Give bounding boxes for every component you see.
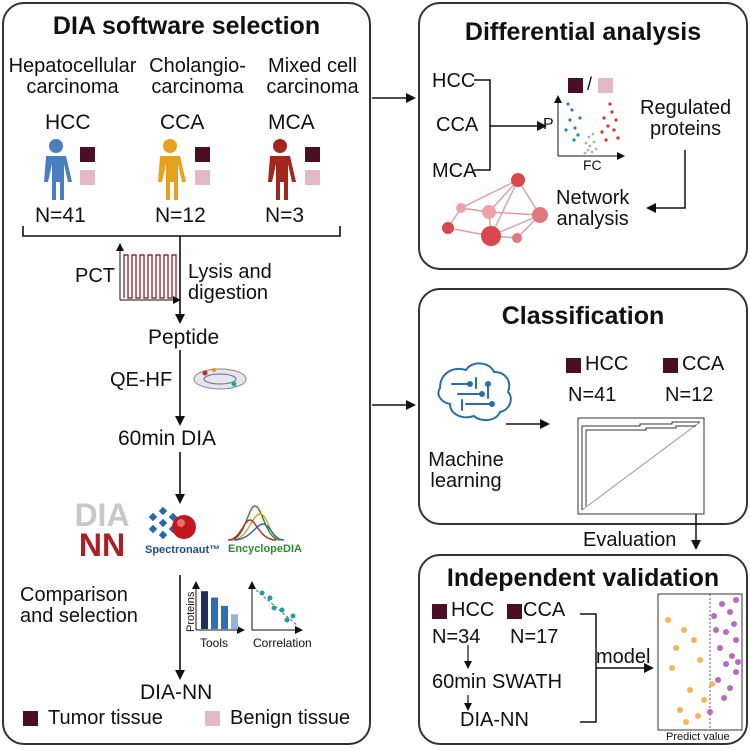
abbr-mca: MCA xyxy=(268,111,315,134)
tumor-square-cca xyxy=(195,147,210,162)
indep-hcc: HCC xyxy=(451,599,495,621)
benign-square-mca xyxy=(305,170,320,185)
tools-axis-label: Tools xyxy=(200,636,229,650)
panel-title: Independent validation xyxy=(446,564,720,592)
n-cca: N=12 xyxy=(155,204,206,227)
spectronaut-label: Spectronaut™ xyxy=(145,544,221,556)
class-hcc: HCC xyxy=(585,353,629,375)
differential-analysis-panel: Differential analysis xyxy=(418,2,748,270)
indep-tumor-square-hcc xyxy=(432,604,447,619)
diff-tumor-square xyxy=(568,78,583,93)
class-cca: CCA xyxy=(682,353,725,375)
dia60-label: 60min DIA xyxy=(118,427,217,450)
tumor-square-hcc xyxy=(80,147,95,162)
diff-hcc: HCC xyxy=(432,70,476,92)
n-mca: N=3 xyxy=(265,204,305,227)
group-name-cca: Cholangio-carcinoma xyxy=(149,55,246,98)
qehf-label: QE-HF xyxy=(110,369,173,391)
class-hcc-n: N=41 xyxy=(568,384,617,406)
panel-title: DIA software selection xyxy=(52,12,321,40)
peptide-label: Peptide xyxy=(148,326,220,349)
indep-cca-n: N=17 xyxy=(510,626,559,648)
result-dia-nn: DIA-NN xyxy=(140,681,213,704)
benign-square-cca xyxy=(195,170,210,185)
indep-swath: 60min SWATH xyxy=(432,671,563,693)
diff-benign-square xyxy=(598,78,613,93)
pct-label: PCT xyxy=(75,265,115,287)
class-tumor-square-cca xyxy=(663,358,678,373)
dia-software-selection-panel: DIA software selection xyxy=(2,2,371,745)
indep-cca: CCA xyxy=(523,599,566,621)
panel-title: Classification xyxy=(501,302,665,330)
diff-cca: CCA xyxy=(436,114,479,136)
evaluation-label: Evaluation xyxy=(583,529,677,551)
class-cca-n: N=12 xyxy=(665,384,714,406)
panel-title: Differential analysis xyxy=(464,18,702,46)
class-tumor-square-hcc xyxy=(566,358,581,373)
tumor-square-mca xyxy=(305,147,320,162)
encyclopedia-label: EncyclopeDIA xyxy=(228,543,302,555)
predict-value-label: Predict value xyxy=(666,731,730,743)
n-hcc: N=41 xyxy=(35,204,86,227)
diff-ratio-sep: / xyxy=(587,74,593,94)
legend-tumor-square xyxy=(23,711,38,726)
abbr-cca: CCA xyxy=(160,111,205,134)
legend-benign-label: Benign tissue xyxy=(230,707,351,729)
volcano-fc-axis: FC xyxy=(583,157,602,173)
indep-hcc-n: N=34 xyxy=(432,626,481,648)
legend-benign-square xyxy=(205,711,220,726)
indep-tumor-square-cca xyxy=(507,604,522,619)
correlation-axis-label: Correlation xyxy=(253,636,312,650)
volcano-p-axis: P xyxy=(543,116,554,133)
proteins-axis-label: Proteins xyxy=(185,591,197,632)
indep-result: DIA-NN xyxy=(460,709,529,731)
legend-tumor-label: Tumor tissue xyxy=(48,707,163,729)
dia-nn-logo: DIA NN xyxy=(74,497,130,564)
abbr-hcc: HCC xyxy=(45,111,91,134)
benign-square-hcc xyxy=(80,170,95,185)
diff-mca: MCA xyxy=(432,160,477,182)
model-label: model xyxy=(596,646,651,668)
